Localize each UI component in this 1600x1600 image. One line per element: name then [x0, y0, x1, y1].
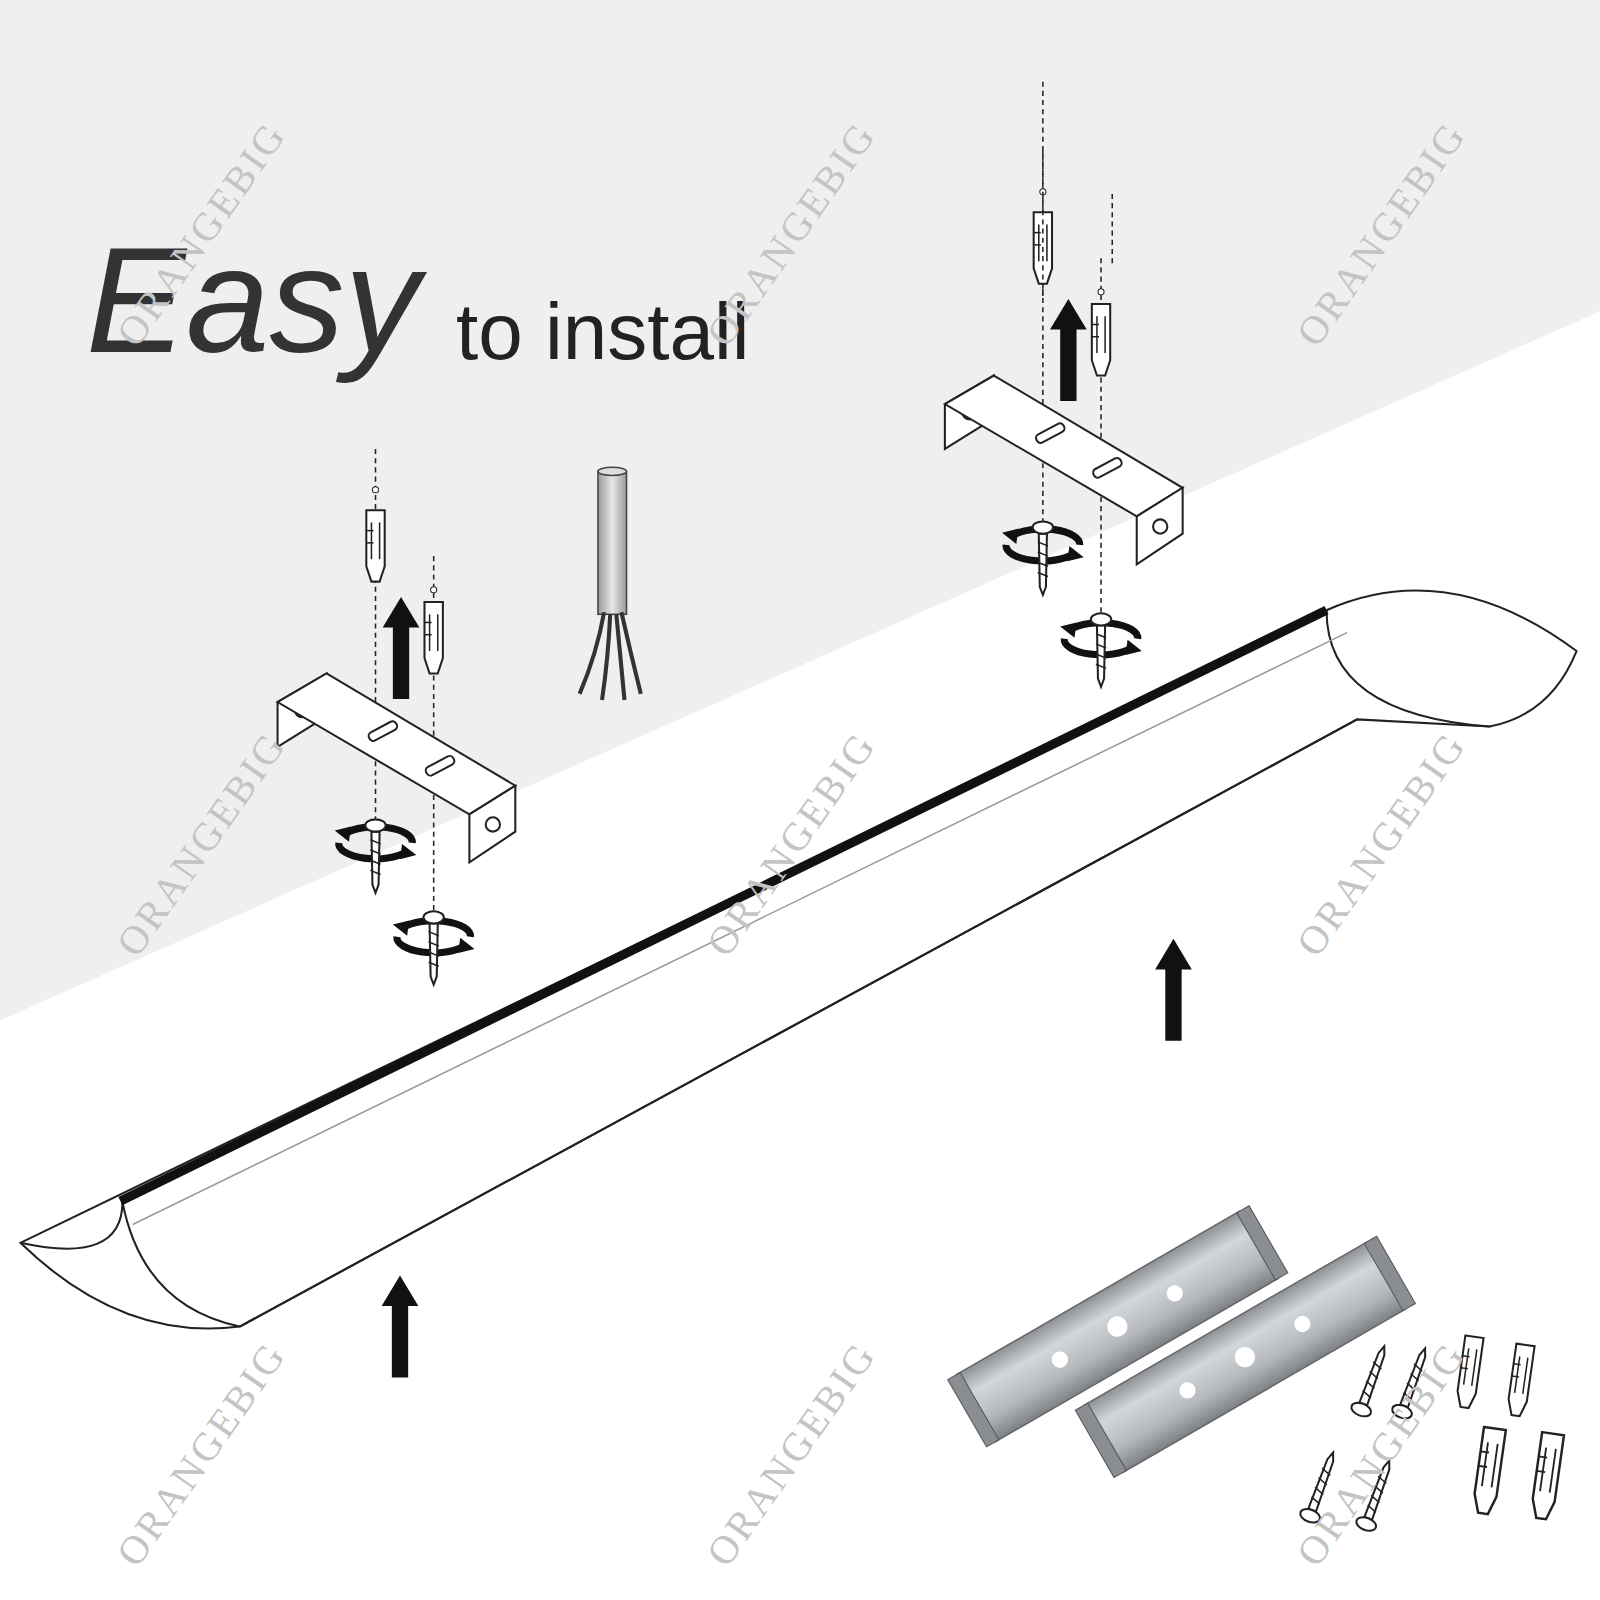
left-mount	[278, 449, 516, 985]
lift-arrow	[382, 1276, 419, 1378]
watermark: ORANGEBIG	[110, 1335, 293, 1573]
lift-arrow	[1155, 939, 1192, 1041]
power-cable	[580, 467, 641, 700]
led-batten	[20, 591, 1576, 1329]
right-mount	[945, 151, 1183, 687]
hardware-kit	[948, 1206, 1564, 1534]
watermark: ORANGEBIG	[1290, 1335, 1473, 1573]
watermark: ORANGEBIG	[1290, 725, 1473, 963]
watermark: ORANGEBIG	[700, 1335, 883, 1573]
long-dash	[1043, 82, 1112, 296]
